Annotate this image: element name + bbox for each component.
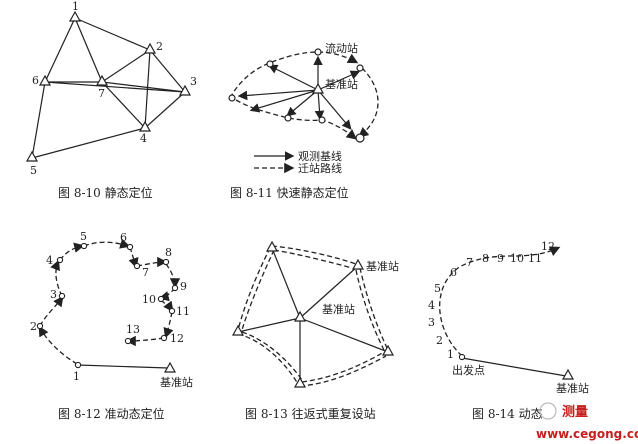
baseline-start-to-base [461,357,567,377]
transfer-route-upper [229,51,359,99]
start-point [458,353,466,361]
route-left-a [237,247,271,331]
route-right-b [355,269,385,351]
route-bottomleft-a [237,333,299,385]
watermark-url-bg [532,424,636,442]
route-8-to-9 [165,263,181,289]
kinematic-trajectory [439,246,561,357]
point-label-13: 13 [126,323,140,336]
figure-8-13-round-trip: 基准站 基准站 图 8-13 往返式重复设站 [231,240,399,421]
base-station-triangle [311,82,325,94]
point-label-10: 10 [142,293,156,306]
route-bottom-b [301,351,385,383]
point-label-11: 11 [176,305,190,318]
watermark-brand: 测量 [562,404,588,420]
epoch-label-12: 12 [541,240,555,253]
station-triangles [231,240,395,388]
epoch-label-6: 6 [450,266,457,279]
epoch-label-9: 9 [497,252,504,265]
route-bottomleft-b [241,331,303,381]
epoch-label-8: 8 [482,252,489,265]
route-4-to-5 [59,242,85,261]
survey-points [36,242,179,369]
base-station-triangle [561,368,575,380]
epoch-label-7: 7 [466,256,473,269]
caption-8-12: 图 8-12 准动态定位 [58,406,165,421]
point-label-9: 9 [180,280,187,293]
route-12-to-13 [125,335,165,347]
legend-solid-label: 观测基线 [298,149,342,163]
epoch-label-4: 4 [428,299,435,312]
baseline-rays [237,247,389,384]
caption-8-13: 图 8-13 往返式重复设站 [245,406,376,421]
station-label-7: 7 [98,87,105,100]
base-station-triangle [163,361,177,373]
rover-label: 流动站 [325,41,358,55]
rover-points [228,48,365,143]
route-5-to-6 [83,238,131,249]
route-11-to-12 [163,311,174,339]
station-label-3: 3 [190,75,197,88]
base-label: 基准站 [160,375,193,389]
caption-8-10: 图 8-10 静态定位 [58,185,153,200]
route-3-to-4 [50,259,63,297]
transfer-route-right [358,67,379,138]
base-label-center: 基准站 [322,302,355,316]
watermark: 测量 www.cegong.com [532,402,638,442]
legend-dashed-label: 迁站路线 [298,161,342,175]
point-label-3: 3 [50,288,57,301]
baseline-1-to-base [77,364,169,369]
epoch-label-11: 11 [528,252,542,265]
caption-8-11: 图 8-11 快速静态定位 [230,185,349,200]
station-label-6: 6 [32,74,39,87]
point-label-1: 1 [73,370,80,383]
figure-8-11-rapid-static: 流动站 基准站 观测基线 迁站路线 图 8-11 快速静态定位 [228,41,379,200]
figure-8-10-static-positioning: 1 2 3 4 5 6 7 图 8-10 静态定位 [25,0,197,200]
start-label: 出发点 [452,363,485,377]
watermark-url: www.cegong.com [536,427,638,441]
station-label-5: 5 [30,164,37,177]
station-label-1: 1 [72,0,79,13]
route-top-a [271,245,357,265]
route-2-to-3 [39,295,64,327]
point-label-5: 5 [80,230,87,243]
base-label-top: 基准站 [366,259,399,273]
point-label-4: 4 [46,254,53,267]
route-left-b [241,249,275,331]
epoch-label-3: 3 [428,316,435,329]
epoch-label-2: 2 [436,334,443,347]
transfer-route-lower [235,99,358,140]
base-label: 基准站 [556,381,589,395]
watermark-logo-icon [539,402,557,420]
point-label-8: 8 [165,246,172,259]
route-top-b [273,249,353,269]
caption-8-14: 图 8-14 动态 [472,407,543,421]
figure-8-12-quasi-kinematic: 1 2 3 4 5 6 7 8 9 10 11 12 13 基准站 图 8-12… [30,230,193,421]
station-triangles [25,10,192,162]
station-label-4: 4 [140,132,147,145]
network-lines [31,17,186,159]
figure-8-14-kinematic: 1 2 3 4 5 6 7 8 9 10 11 12 出发点 基准站 图 8-1… [428,240,589,421]
epoch-label-10: 10 [510,252,524,265]
point-label-6: 6 [120,231,127,244]
point-label-2: 2 [30,320,37,333]
baseline-rays [237,55,361,130]
epoch-label-5: 5 [434,282,441,295]
route-bottom-a [299,355,387,387]
route-1-to-2 [38,325,78,365]
station-label-2: 2 [156,40,163,53]
base-label: 基准站 [325,77,358,91]
epoch-label-1: 1 [447,348,454,361]
point-label-7: 7 [142,266,149,279]
route-right-a [359,267,389,351]
point-label-12: 12 [170,332,184,345]
